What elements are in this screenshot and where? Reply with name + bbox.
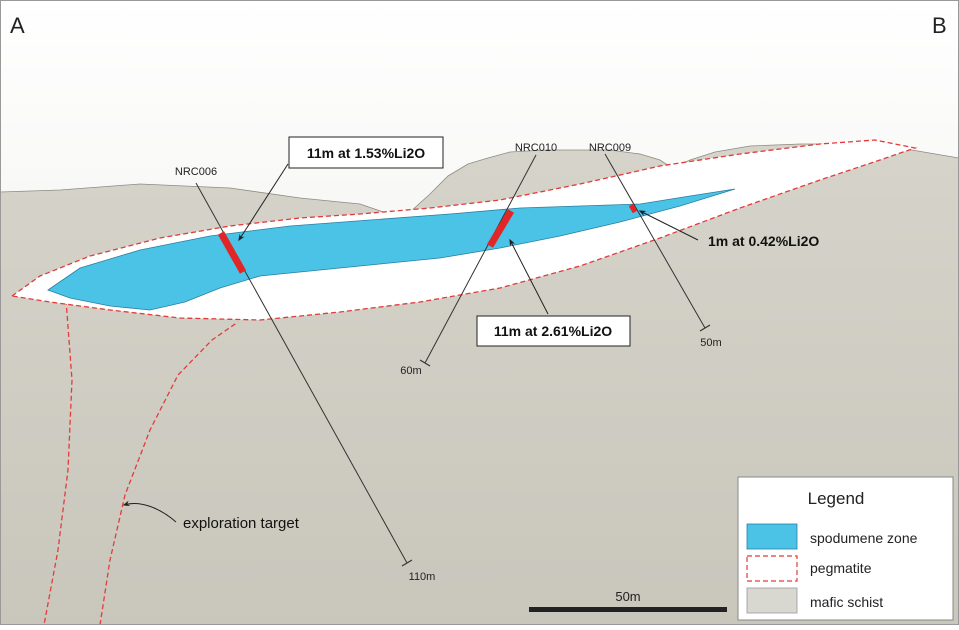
callout-arrow-nrc006 (238, 163, 289, 242)
intercept-label-nrc009: 1m at 0.42%Li2O (708, 233, 819, 249)
callout-arrow-nrc010 (509, 238, 549, 315)
scale-bar: 50m (529, 589, 727, 612)
scale-bar-line (529, 607, 727, 612)
legend-swatch-mafic-schist (746, 587, 798, 614)
exploration-target-label: exploration target (183, 515, 300, 532)
hole-depth-nrc010: 60m (400, 365, 421, 377)
legend-label-mafic-schist: mafic schist (810, 594, 883, 610)
legend-title: Legend (808, 489, 865, 508)
drillhole-trace (604, 153, 706, 329)
callout-box-nrc006 (288, 136, 444, 169)
intercept-nrc006 (217, 231, 247, 274)
hole-end-tick (699, 324, 711, 332)
callout-arrow-nrc009 (638, 210, 699, 241)
hole-depth-nrc006: 110m (409, 571, 436, 583)
intercept-label-nrc006: 11m at 1.53%Li2O (307, 145, 425, 161)
legend-swatch-spodumene (746, 523, 798, 550)
hole-id-nrc006: NRC006 (175, 166, 217, 178)
section-label-left: A (10, 13, 25, 38)
spodumene-zone (47, 188, 736, 311)
legend-label-pegmatite: pegmatite (810, 560, 872, 576)
drillhole-nrc010 (419, 154, 537, 367)
intercept-nrc009 (628, 203, 638, 214)
hole-end-tick (401, 559, 413, 567)
hole-end-tick (419, 359, 431, 367)
callout-arrow-exploration (122, 500, 177, 523)
drillhole-nrc009 (604, 153, 711, 332)
hole-depth-nrc009: 50m (700, 337, 721, 349)
legend: Legend spodumene zone pegmatite mafic sc… (737, 476, 954, 621)
legend-label-spodumene: spodumene zone (810, 530, 918, 546)
legend-swatch-pegmatite (746, 555, 798, 582)
drillhole-trace (424, 154, 537, 364)
intercept-label-nrc010: 11m at 2.61%Li2O (494, 323, 612, 339)
pegmatite-dyke (43, 299, 239, 626)
hole-id-nrc010: NRC010 (515, 142, 557, 154)
hole-id-nrc009: NRC009 (589, 142, 631, 154)
callout-box-nrc010 (476, 315, 631, 347)
section-label-right: B (932, 13, 947, 38)
intercept-nrc010 (486, 209, 515, 248)
scale-bar-label: 50m (615, 589, 640, 604)
